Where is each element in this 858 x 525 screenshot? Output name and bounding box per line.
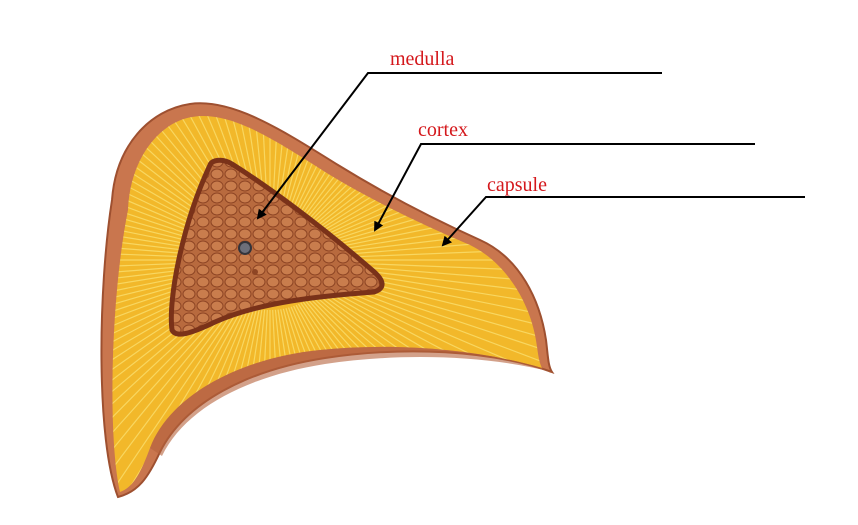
cortex-striation-line — [112, 197, 212, 250]
cortex-striation-line — [112, 270, 212, 323]
label-capsule: capsule — [487, 174, 547, 196]
cortex-striation-line — [112, 221, 211, 254]
cortex-striation-line — [329, 261, 542, 274]
cortex-leader-line — [374, 143, 755, 232]
label-medulla: medulla — [390, 48, 455, 70]
cortex-striation-line — [112, 115, 219, 235]
cortex-striation-line — [318, 115, 530, 232]
cortex-striation-line — [112, 115, 221, 233]
cortex-striation-line — [316, 115, 521, 230]
cortex-striation-line — [295, 115, 410, 216]
cortex-striation-line — [112, 172, 214, 246]
cortex-striation-line — [112, 149, 216, 241]
cortex-striation-line — [285, 115, 356, 212]
cortex-striation-line — [280, 115, 328, 211]
cortex-striation-line — [112, 261, 211, 274]
cortex-striation-line — [272, 115, 285, 211]
label-cortex: cortex — [418, 119, 468, 141]
cortex-striation-line — [112, 234, 211, 257]
cortex-striation-line — [112, 266, 211, 299]
cortex-striation-line — [226, 115, 263, 211]
cortex-striation-line — [240, 115, 266, 211]
cortex-striation-line — [112, 302, 240, 493]
cortex-striation-line — [212, 115, 260, 211]
capsule-lower-edge — [150, 346, 552, 456]
cortex-striation-line — [112, 263, 211, 286]
cortex-striation-line — [329, 234, 542, 257]
cortex-striation-line — [277, 115, 314, 211]
medulla-vessel-small — [252, 269, 258, 275]
cortex-striation-line — [112, 161, 215, 244]
cortex-striation-line — [112, 137, 217, 239]
cortex-striation-line — [112, 209, 212, 252]
cortex-striation-line — [112, 301, 238, 493]
cortex-striation-line — [117, 303, 243, 493]
cortex-striation-line — [274, 115, 300, 211]
cortex-striation-line — [112, 184, 213, 248]
cortex-striation-line — [112, 126, 218, 237]
cortex-striation-line — [112, 246, 211, 259]
cortex-striation-line — [314, 115, 512, 228]
cortex-striation-line — [312, 115, 502, 226]
capsule-leader-line — [441, 196, 805, 247]
cortex-striation-line — [255, 115, 268, 211]
cortex-striation-line — [112, 300, 236, 487]
medulla-leader-line — [256, 72, 662, 220]
cortex-striation-line — [290, 115, 383, 214]
cortex-striation-line — [112, 272, 213, 336]
cortex-striation-line — [112, 268, 212, 311]
medulla-region — [168, 157, 385, 337]
cortex-striation-line — [282, 115, 342, 212]
medulla-vessel — [238, 241, 252, 255]
cortex-striation-line — [293, 115, 397, 215]
cortex-striation-line — [297, 115, 423, 217]
cortex-striation-line — [329, 246, 542, 259]
cortex-striation-line — [287, 115, 370, 213]
